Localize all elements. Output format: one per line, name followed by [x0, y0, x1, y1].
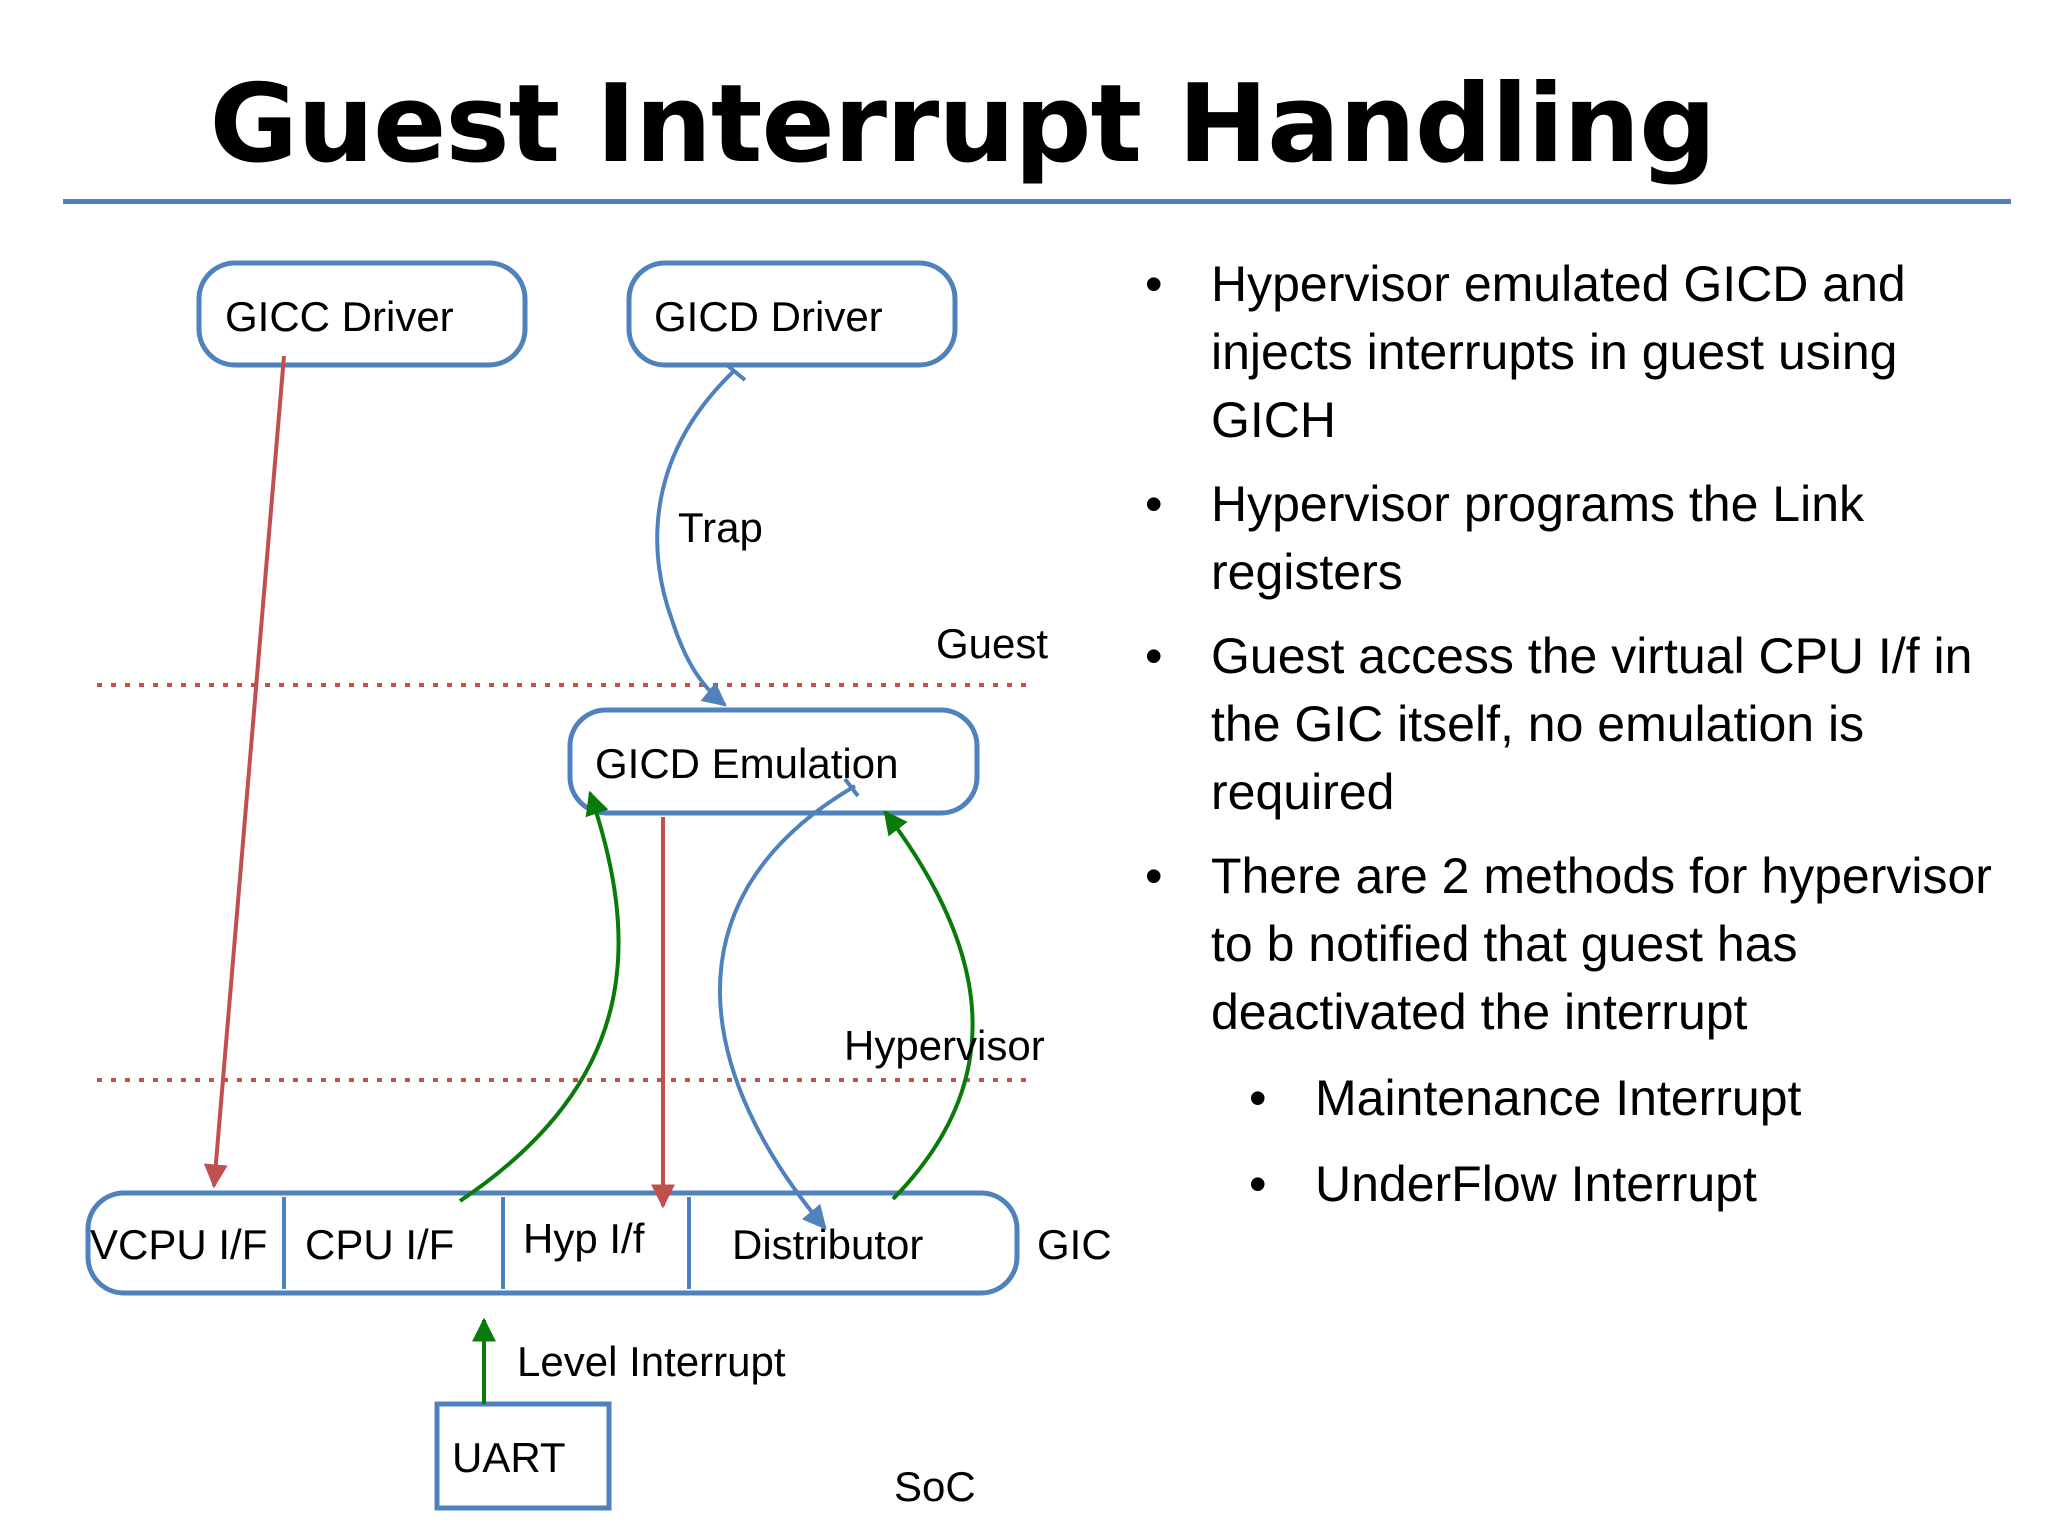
- title-underline: [63, 199, 2011, 204]
- bullet-dot: •: [1145, 628, 1163, 684]
- bullet-item: • Guest access the virtual CPU I/f in th…: [1145, 622, 2025, 826]
- bullet-dot: •: [1249, 1156, 1267, 1212]
- distributor-to-emulation-arrow: [883, 810, 975, 1201]
- gic-block: VCPU I/F CPU I/F Hyp I/f Distributor: [85, 1190, 1020, 1296]
- gicc-driver-box: GICC Driver: [196, 260, 528, 368]
- bullet-text: Hypervisor programs the Link registers: [1211, 476, 1865, 600]
- gic-label: GIC: [1037, 1221, 1112, 1268]
- trap-arrow: [655, 368, 737, 707]
- bullet-list: • Hypervisor emulated GICD and injects i…: [1145, 250, 2025, 1218]
- trap-arrow-tick: [726, 364, 747, 382]
- level-interrupt-label: Level Interrupt: [517, 1338, 786, 1385]
- bullet-item: • There are 2 methods for hypervisor to …: [1145, 842, 2025, 1046]
- sub-bullet-text: UnderFlow Interrupt: [1315, 1156, 1757, 1212]
- distributor-label: Distributor: [732, 1221, 923, 1268]
- trap-label: Trap: [678, 504, 763, 551]
- distributor-arrow-tick: [843, 777, 860, 798]
- gicc-to-vcpu-arrow: [203, 355, 286, 1189]
- vcpu-if-label: VCPU I/F: [90, 1221, 267, 1268]
- emulation-to-distributor-arrow: [718, 784, 857, 1230]
- cpu-if-to-emulation-arrow: [458, 790, 621, 1203]
- slide-title: Guest Interrupt Handling: [209, 62, 1717, 187]
- bullet-dot: •: [1145, 848, 1163, 904]
- bullet-text: There are 2 methods for hypervisor to b …: [1211, 848, 1992, 1040]
- sub-bullet-item: • Maintenance Interrupt: [1145, 1064, 2025, 1132]
- gicd-driver-box: GICD Driver: [626, 260, 958, 368]
- bullet-dot: •: [1145, 256, 1163, 312]
- hyp-if-label: Hyp I/f: [523, 1215, 645, 1262]
- uart-label: UART: [452, 1434, 566, 1481]
- bullet-text: Hypervisor emulated GICD and injects int…: [1211, 256, 1906, 448]
- gicd-driver-label: GICD Driver: [654, 293, 883, 340]
- cpu-if-label: CPU I/F: [305, 1221, 454, 1268]
- soc-label: SoC: [894, 1463, 976, 1510]
- bullet-text: Guest access the virtual CPU I/f in the …: [1211, 628, 1973, 820]
- sub-bullet-text: Maintenance Interrupt: [1315, 1070, 1802, 1126]
- bullet-dot: •: [1145, 476, 1163, 532]
- bullet-item: • Hypervisor programs the Link registers: [1145, 470, 2025, 606]
- uart-box: UART: [434, 1401, 612, 1511]
- bullet-dot: •: [1249, 1070, 1267, 1126]
- gicd-emulation-box: GICD Emulation: [567, 707, 980, 816]
- sub-bullet-item: • UnderFlow Interrupt: [1145, 1150, 2025, 1218]
- gicd-emulation-label: GICD Emulation: [595, 740, 898, 787]
- gicc-driver-label: GICC Driver: [225, 293, 454, 340]
- guest-label: Guest: [936, 620, 1048, 667]
- bullet-item: • Hypervisor emulated GICD and injects i…: [1145, 250, 2025, 454]
- hypervisor-label: Hypervisor: [844, 1022, 1045, 1069]
